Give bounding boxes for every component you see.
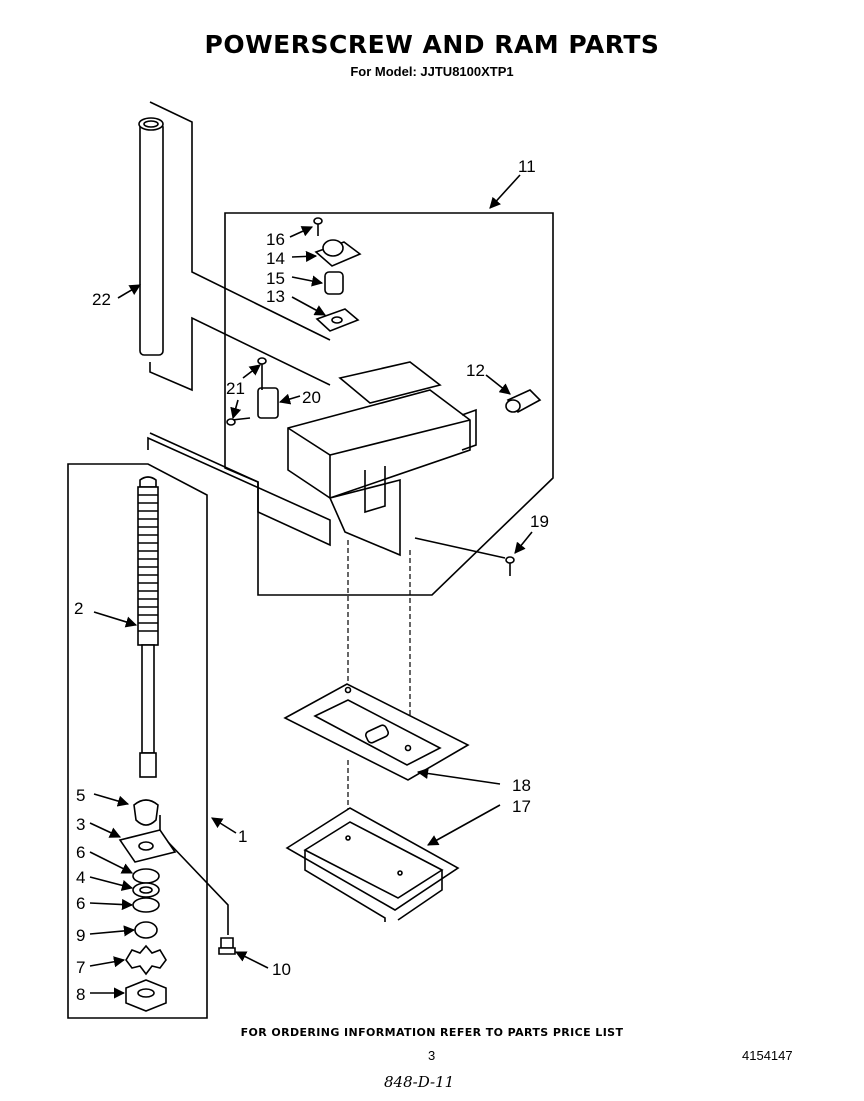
callout-17: 17 — [512, 797, 531, 816]
powerscrew-part-2 — [137, 476, 159, 778]
callout-14: 14 — [266, 249, 285, 268]
callout-13: 13 — [266, 287, 285, 306]
callout-19: 19 — [530, 512, 549, 531]
callout-9: 9 — [76, 926, 85, 945]
callout-8: 8 — [76, 985, 85, 1004]
document-number: 4154147 — [742, 1048, 793, 1063]
callout-21: 21 — [226, 379, 245, 398]
screw-part-10 — [218, 937, 236, 955]
callout-18: 18 — [512, 776, 531, 795]
callout-12: 12 — [466, 361, 485, 380]
powerscrew-hardware — [118, 799, 229, 1012]
callout-leaders — [89, 174, 533, 999]
bushing-part-12 — [505, 389, 542, 414]
callout-5: 5 — [76, 786, 85, 805]
tube-part-22 — [138, 101, 331, 392]
callout-22: 22 — [92, 290, 111, 309]
page-title: POWERSCREW AND RAM PARTS — [204, 30, 660, 59]
callout-1: 1 — [238, 827, 247, 846]
motor-bracket — [287, 361, 477, 557]
page-number: 3 — [428, 1048, 436, 1063]
model-subtitle: For Model: JJTU8100XTP1 — [350, 64, 514, 79]
callout-3: 3 — [76, 815, 85, 834]
callout-10: 10 — [272, 960, 291, 979]
callout-6-upper: 6 — [76, 843, 85, 862]
callout-6-lower: 6 — [76, 894, 85, 913]
callout-15: 15 — [266, 269, 285, 288]
pan-part-17 — [285, 807, 460, 922]
plate-part-18 — [283, 683, 470, 781]
callout-7: 7 — [76, 958, 85, 977]
ordering-note: FOR ORDERING INFORMATION REFER TO PARTS … — [240, 1026, 624, 1039]
callout-16: 16 — [266, 230, 285, 249]
callout-4: 4 — [76, 868, 85, 887]
callout-20: 20 — [302, 388, 321, 407]
powerscrew-bracket-1 — [147, 432, 331, 547]
bearing-parts — [313, 217, 362, 332]
switch-part-20 — [226, 357, 279, 426]
callout-11: 11 — [518, 157, 536, 176]
screw-part-19 — [414, 537, 515, 576]
handwritten-note: 848-D-11 — [384, 1073, 455, 1091]
callout-2: 2 — [74, 599, 83, 618]
